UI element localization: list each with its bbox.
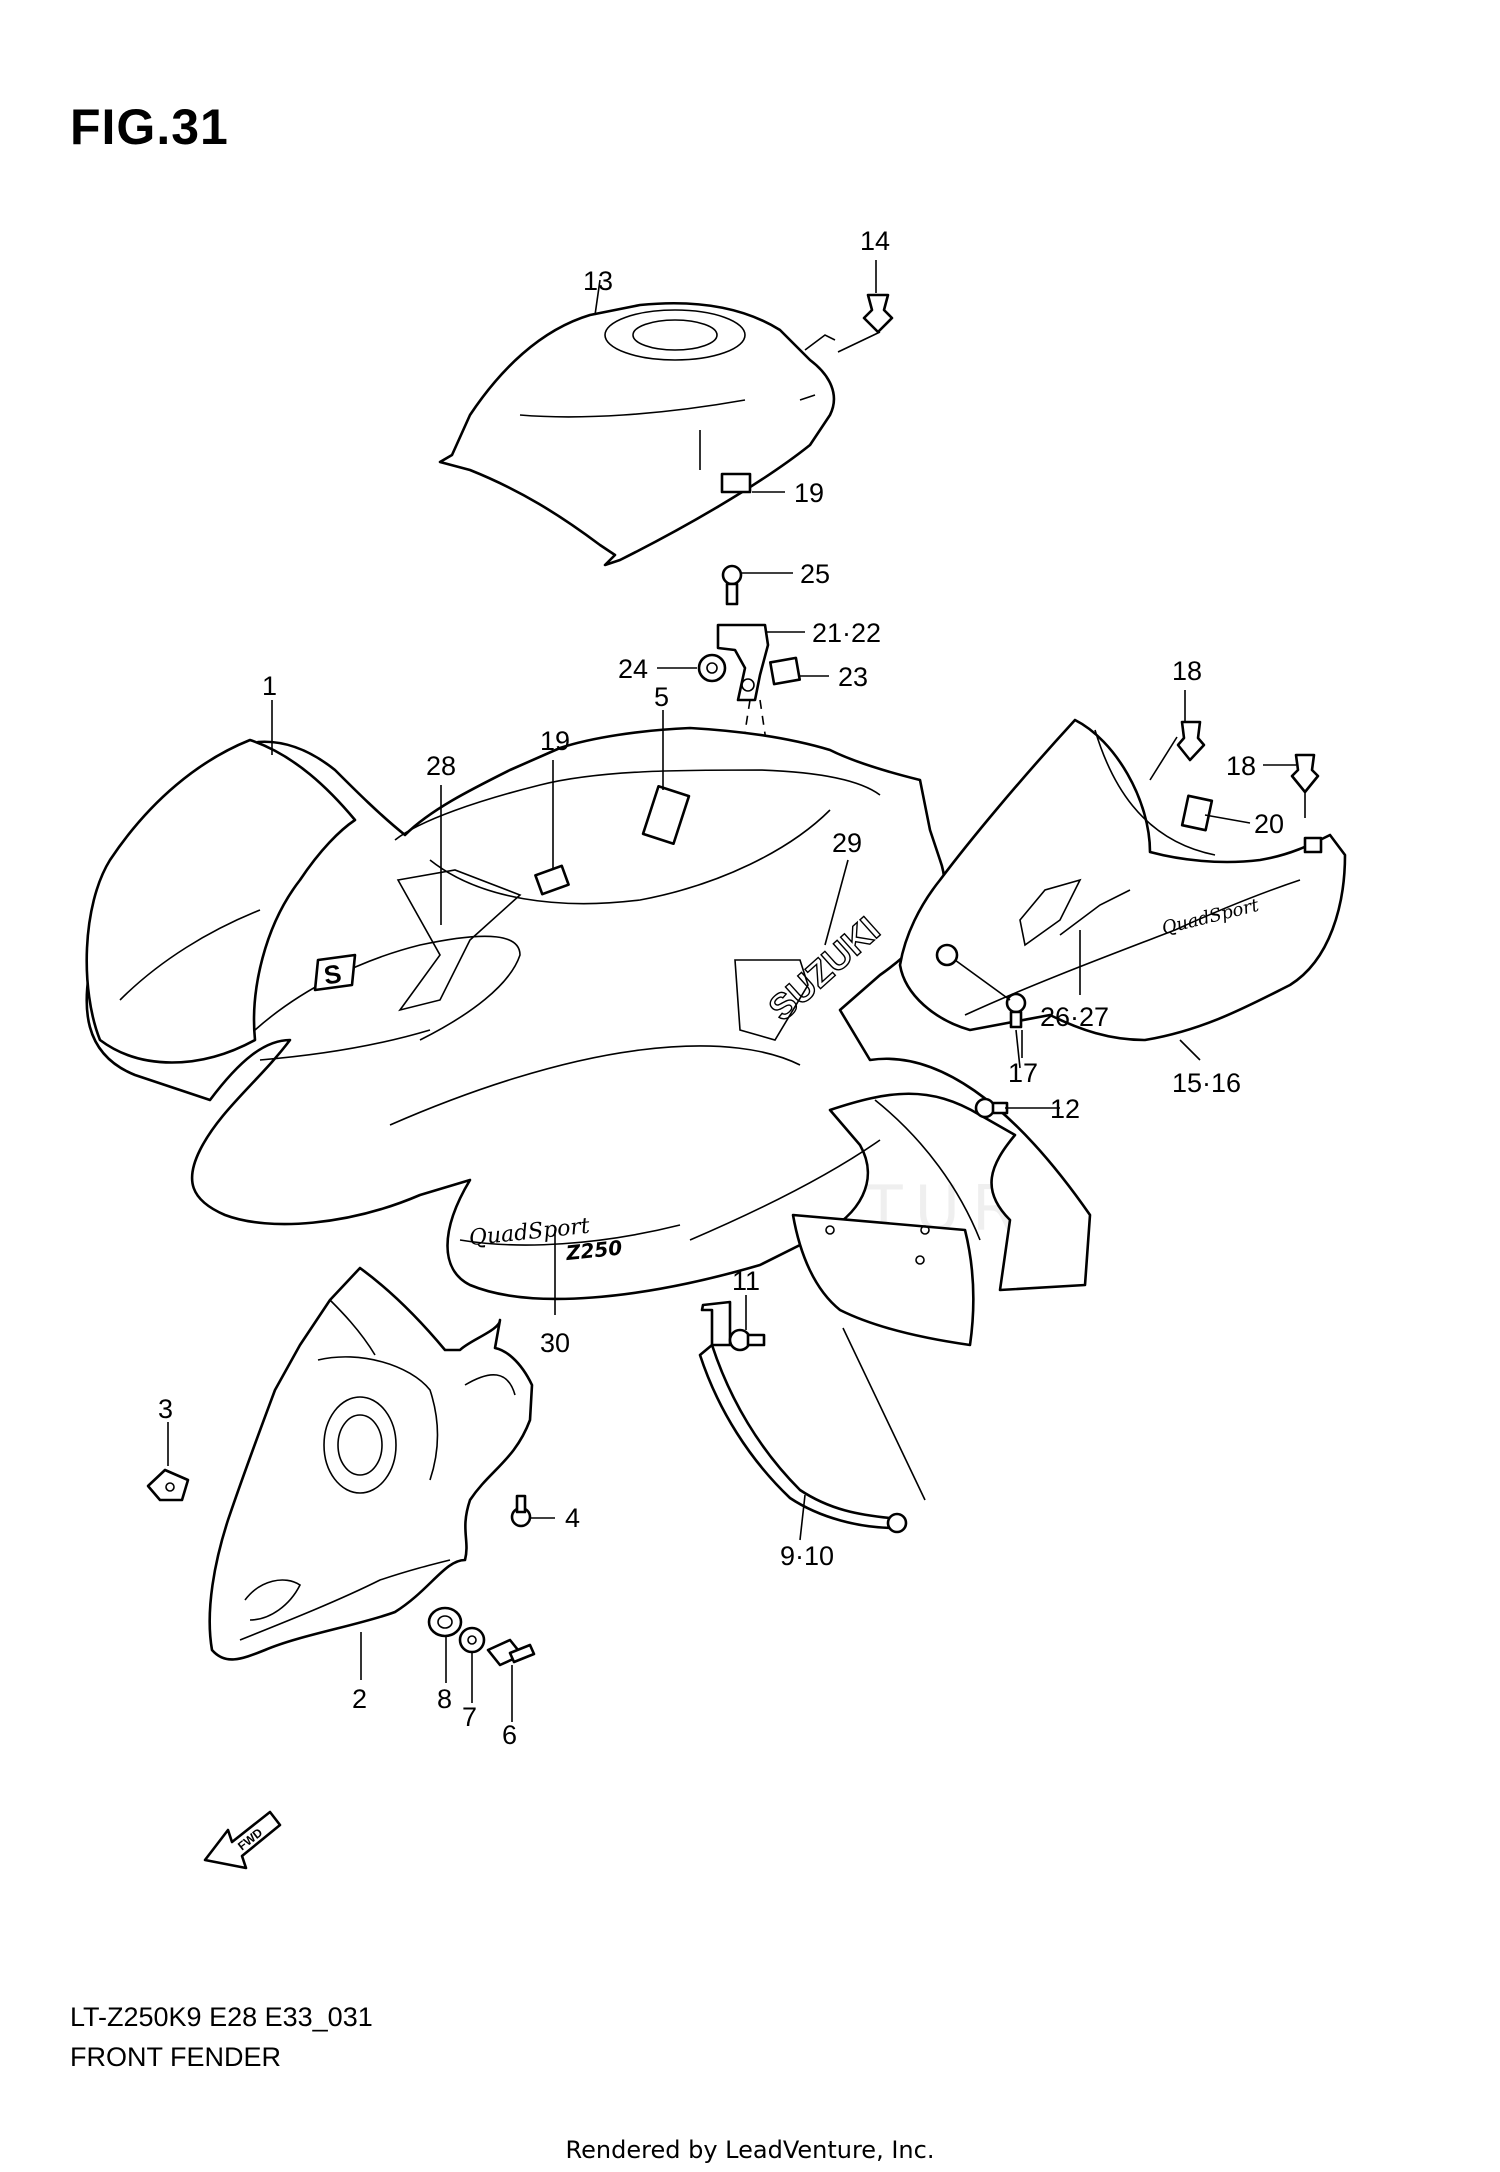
callout-12: 12 [1050,1094,1080,1124]
part-19-pad-lower[interactable] [534,864,570,896]
render-credit: Rendered by LeadVenture, Inc. [565,2136,935,2164]
part-3-clip-nut[interactable] [146,1468,190,1502]
callout-6: 6 [502,1720,517,1750]
part-23-pad[interactable] [768,656,802,686]
callout-20: 20 [1254,809,1284,839]
part-7-washer[interactable] [458,1626,486,1654]
z250-decal-text: Z250 [564,1235,624,1265]
callout-25: 25 [800,559,830,589]
part-21-22-bracket[interactable] [716,623,770,702]
callout-2: 2 [352,1684,367,1714]
callout-18-right: 18 [1226,751,1256,781]
callout-1: 1 [262,671,277,701]
part-11-bolt[interactable] [728,1328,766,1352]
part-20-pad[interactable] [1180,794,1214,832]
part-1-front-fender[interactable]: S SUZUKI QuadSport Z250 [85,726,1092,1301]
callout-5: 5 [654,682,669,712]
figure-name: FRONT FENDER [70,2042,282,2072]
callout-30: 30 [540,1328,570,1358]
part-18-clip-right[interactable] [1290,753,1320,794]
part-13-tank-cover[interactable] [438,301,836,567]
model-code: LT-Z250K9 E28 E33_031 [70,2002,373,2032]
fwd-arrow-icon: FWD [203,1810,282,1870]
part-5-pad[interactable] [641,784,691,846]
part-8-grommet[interactable] [427,1606,463,1638]
callout-19-upper: 19 [794,478,824,508]
callout-7: 7 [462,1702,477,1732]
callout-19-lower: 19 [540,726,570,756]
part-12-bolt[interactable] [974,1097,1009,1119]
callout-13: 13 [583,266,613,296]
callout-9-10: 9·10 [780,1541,834,1571]
part-25-bolt[interactable] [721,564,743,606]
callout-18-left: 18 [1172,656,1202,686]
callout-29: 29 [832,828,862,858]
part-15-16-side-cover[interactable]: QuadSport [898,718,1347,1042]
callout-11: 11 [732,1266,760,1296]
callout-17: 17 [1008,1058,1038,1088]
callout-24: 24 [618,654,648,684]
figure-title: FIG.31 [70,99,229,155]
callout-8: 8 [437,1684,452,1714]
part-24-grommet[interactable] [697,653,727,683]
part-4-screw[interactable] [510,1494,532,1528]
part-2-lower-guard[interactable] [208,1266,534,1661]
part-14-clip[interactable] [837,293,894,353]
logo-s-emblem [313,953,357,992]
part-19-pad-upper[interactable] [720,472,752,494]
callout-15-16: 15·16 [1172,1068,1241,1098]
part-9-10-brace[interactable] [698,1300,926,1534]
part-18-clip-left[interactable] [1176,720,1206,762]
callout-21-22: 21·22 [812,618,881,648]
part-6-bolt[interactable] [486,1638,536,1667]
callout-26-27: 26·27 [1040,1002,1109,1032]
part-17-bolt[interactable] [954,959,1027,1029]
callout-14: 14 [860,226,890,256]
callout-3: 3 [158,1394,173,1424]
callout-23: 23 [838,662,868,692]
svg-text:S: S [322,958,343,990]
fender-mudflap [791,1213,975,1347]
callout-28: 28 [426,751,456,781]
callout-4: 4 [565,1503,580,1533]
